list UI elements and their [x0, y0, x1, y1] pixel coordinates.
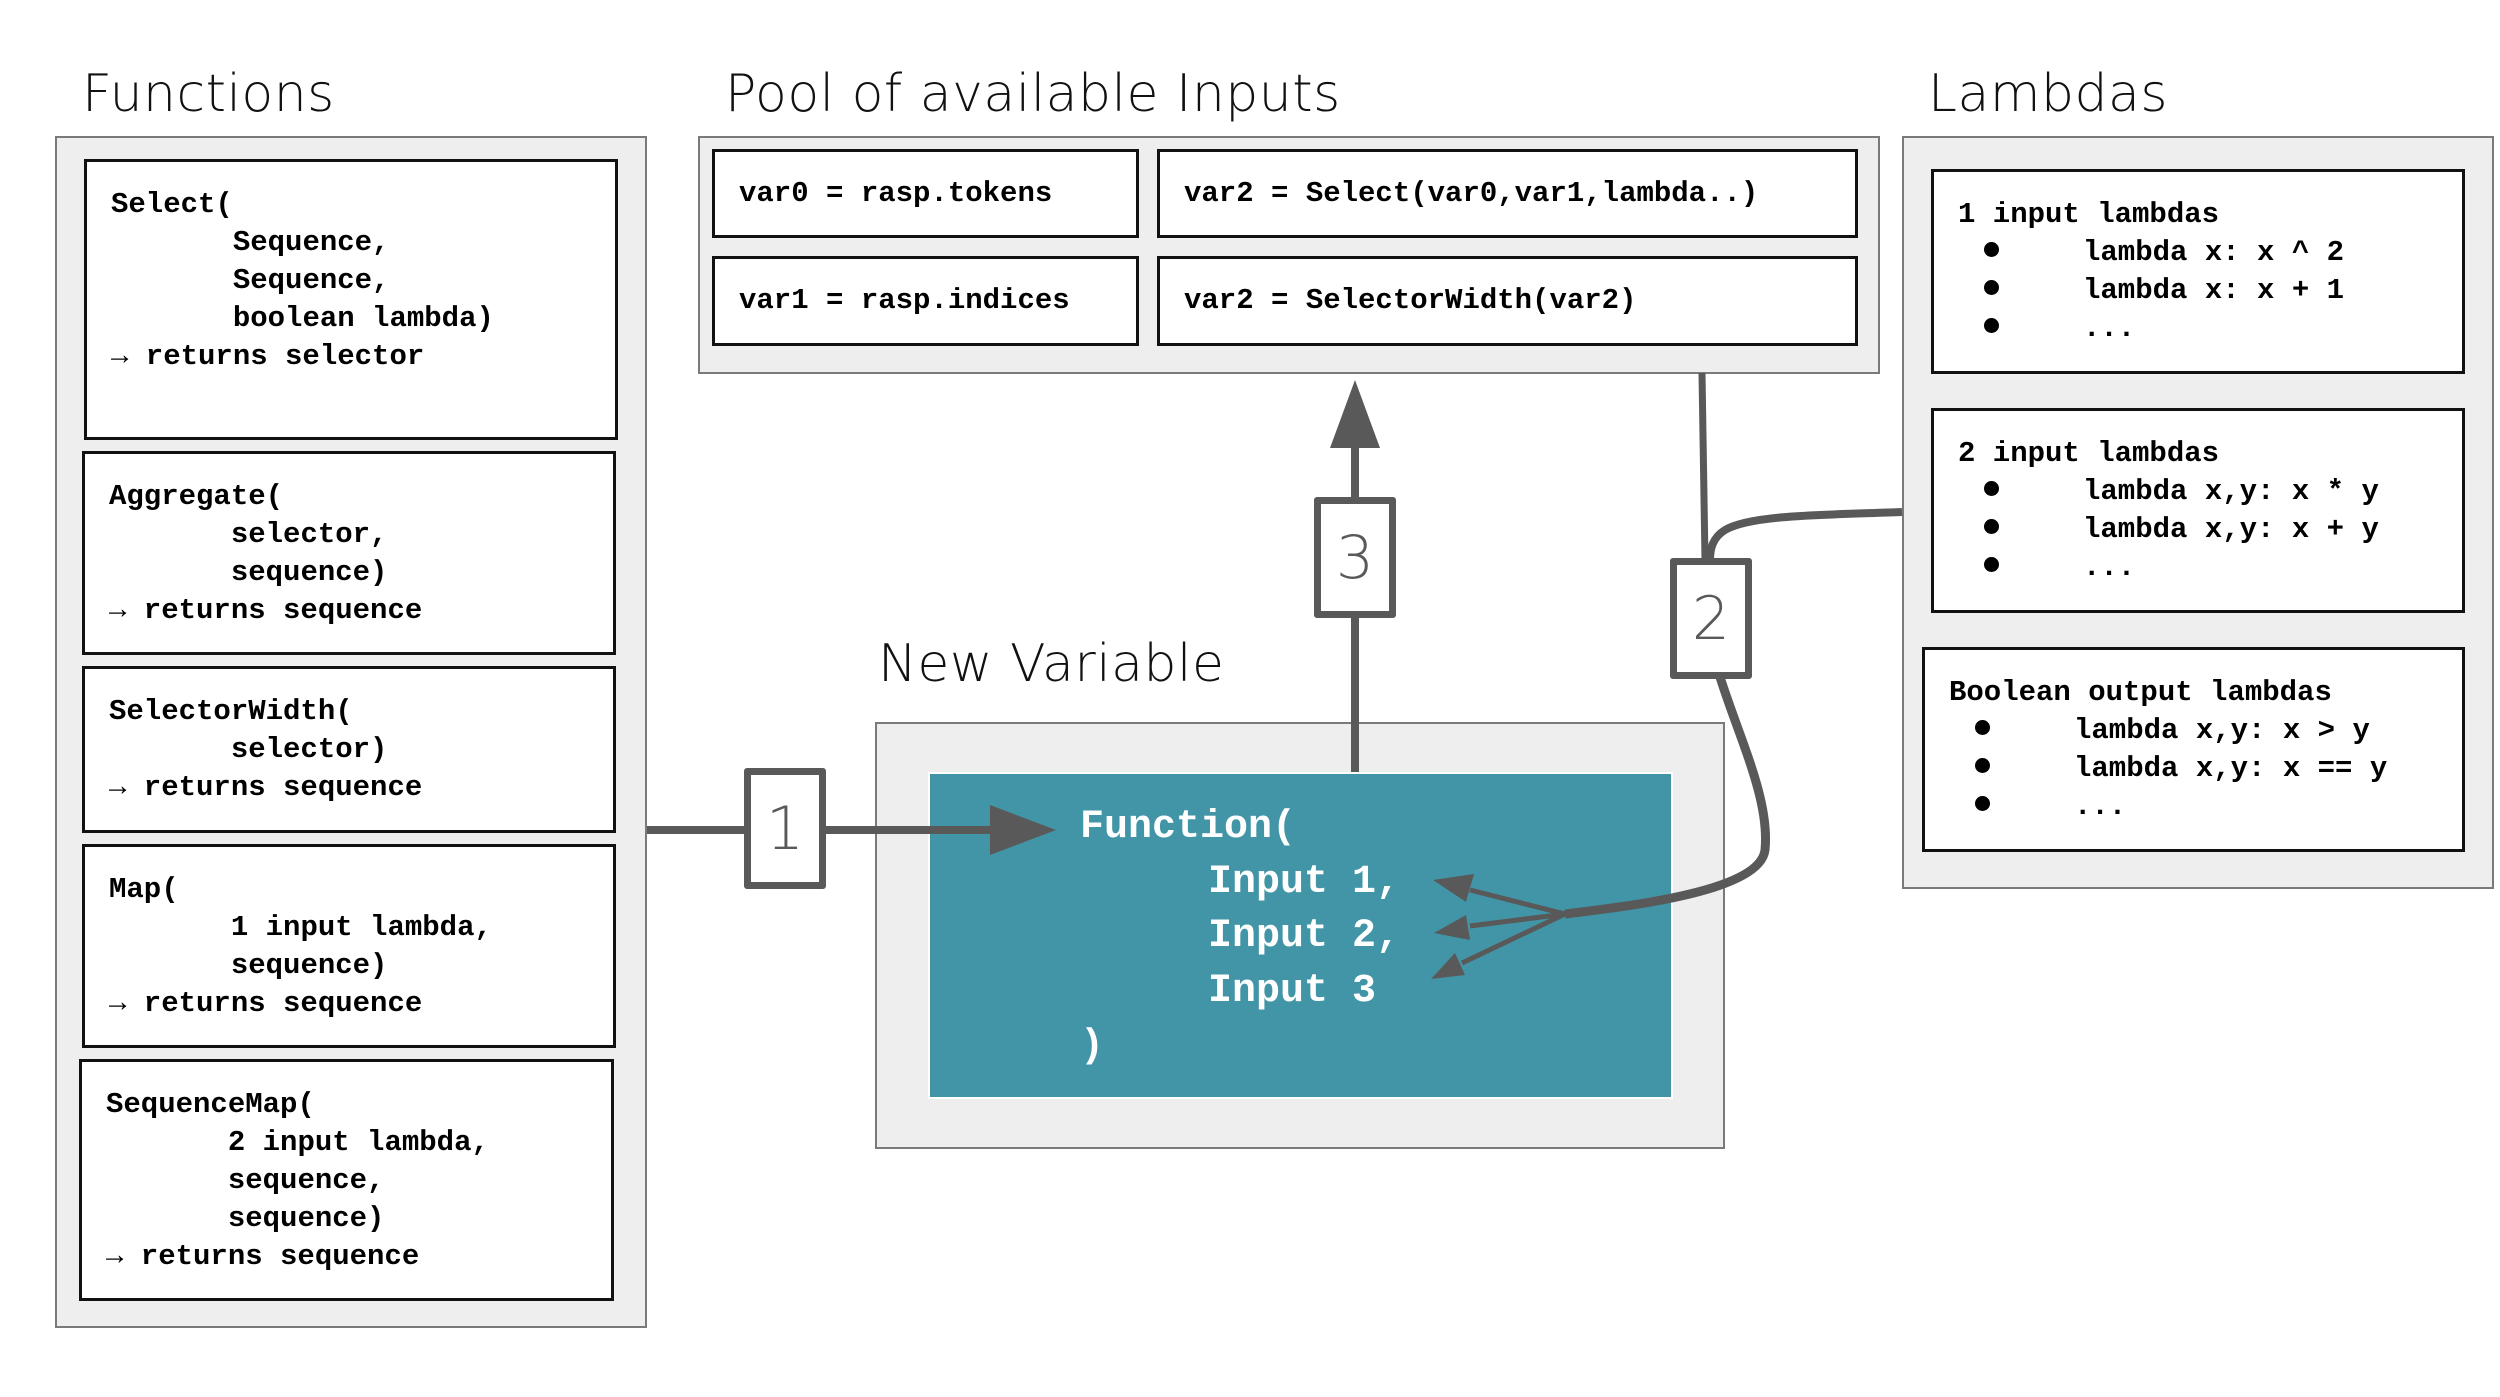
pool-item-var1[interactable]: var1 = rasp.indices	[712, 256, 1139, 346]
arrow-2-head-2	[1434, 915, 1470, 940]
function-open: Function(	[1080, 805, 1297, 850]
function-code: Aggregate( selector, sequence) → returns…	[109, 480, 423, 627]
function-code: Map( 1 input lambda, sequence) → returns…	[109, 873, 492, 1020]
arrow-2-head-1	[1433, 874, 1474, 902]
pool-item-var2-select[interactable]: var2 = Select(var0,var1,lambda..)	[1157, 149, 1858, 238]
arrow-3-head	[1330, 380, 1380, 448]
functions-title: Functions	[82, 64, 335, 124]
step-2-badge: 2	[1670, 558, 1752, 679]
function-card-map[interactable]: Map( 1 input lambda, sequence) → returns…	[82, 844, 616, 1048]
arrow-2-branch-1	[1469, 887, 1566, 917]
function-input-1[interactable]: Input 1,	[1208, 860, 1401, 905]
function-code: SequenceMap( 2 input lambda, sequence, s…	[106, 1088, 489, 1273]
function-card-sequencemap[interactable]: SequenceMap( 2 input lambda, sequence, s…	[79, 1059, 614, 1301]
arrow-2-branch-2	[1469, 911, 1566, 929]
function-code: Select( Sequence, Sequence, boolean lamb…	[111, 188, 494, 373]
step-1-badge: 1	[744, 768, 826, 889]
lambdas-title: Lambdas	[1928, 64, 2168, 124]
arrow-2-branch-3	[1460, 911, 1567, 966]
step-3-badge: 3	[1314, 497, 1396, 618]
arrow-2-head-3	[1431, 953, 1465, 979]
arrow-2-lambda-curve	[1706, 508, 1903, 561]
pool-item-var2-selectorwidth[interactable]: var2 = SelectorWidth(var2)	[1157, 256, 1858, 346]
function-card-aggregate[interactable]: Aggregate( selector, sequence) → returns…	[82, 451, 616, 655]
pool-item-text: var1 = rasp.indices	[739, 284, 1070, 317]
function-code: SelectorWidth( selector) → returns seque…	[109, 695, 423, 804]
new-variable-title: New Variable	[878, 634, 1225, 694]
pool-item-text: var2 = Select(var0,var1,lambda..)	[1184, 176, 1759, 210]
pool-title: Pool of available Inputs	[725, 64, 1341, 124]
function-input-2[interactable]: Input 2,	[1208, 914, 1401, 959]
function-template-box	[928, 772, 1673, 1099]
function-input-3[interactable]: Input 3	[1208, 969, 1377, 1014]
function-card-select[interactable]: Select( Sequence, Sequence, boolean lamb…	[84, 159, 618, 440]
pool-item-text: var0 = rasp.tokens	[739, 176, 1053, 210]
arrow-2-pool-line	[1698, 372, 1709, 561]
arrow-1-head	[990, 805, 1056, 855]
function-close: )	[1080, 1024, 1105, 1069]
arrow-2-down-curve	[1564, 675, 1771, 919]
pool-item-text: var2 = SelectorWidth(var2)	[1184, 284, 1637, 317]
function-card-selectorwidth[interactable]: SelectorWidth( selector) → returns seque…	[82, 666, 616, 833]
pool-item-var0[interactable]: var0 = rasp.tokens	[712, 149, 1139, 238]
